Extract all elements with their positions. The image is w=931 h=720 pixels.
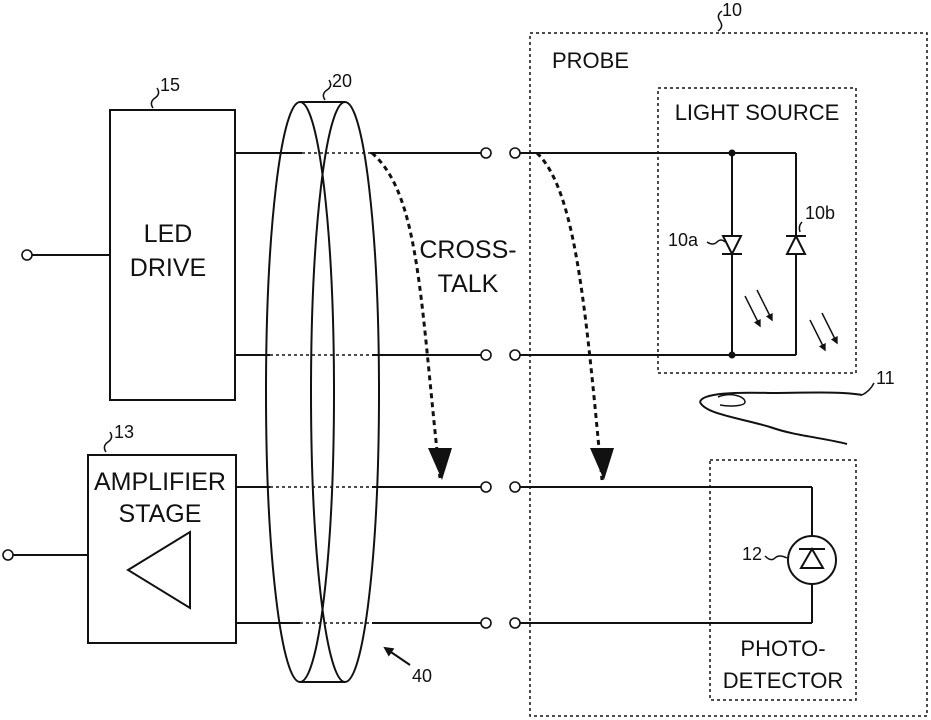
amplifier-stage-block: AMPLIFIER STAGE 13 <box>3 422 236 643</box>
photodetector-label-1: PHOTO- <box>740 636 825 661</box>
led-10a <box>722 236 742 254</box>
probe-ref: 10 <box>722 0 742 20</box>
led-10a-label: 10a <box>668 230 699 250</box>
led-drive-input-terminal <box>22 250 32 260</box>
finger-ref: 11 <box>876 368 895 388</box>
probe-wires <box>520 153 812 623</box>
cable-ref-leader <box>323 80 330 100</box>
crosstalk-arrow-probe <box>537 153 602 480</box>
crosstalk-arrowhead-probe <box>590 448 614 480</box>
amplifier-label-1: AMPLIFIER <box>94 468 226 496</box>
cable-ref-arrow <box>385 648 410 665</box>
led-drive-ref-leader <box>151 88 158 108</box>
led-10b-leader <box>799 222 802 232</box>
crosstalk: CROSS- TALK <box>372 153 614 480</box>
light-source-label: LIGHT SOURCE <box>675 100 840 125</box>
led-drive-ref: 15 <box>160 75 180 95</box>
photodetector-box: 12 PHOTO- DETECTOR <box>710 460 856 700</box>
cable-ref-arrow-label: 40 <box>412 666 432 686</box>
photodiode-12 <box>788 536 836 584</box>
led-drive-label-1: LED <box>144 220 193 248</box>
led-drive-label-2: DRIVE <box>130 254 206 282</box>
amplifier-ref-leader <box>104 432 111 452</box>
led-drive-block: LED DRIVE 15 <box>22 75 235 400</box>
crosstalk-label-1: CROSS- <box>419 236 516 264</box>
probe-label: PROBE <box>552 48 629 73</box>
light-source-box: LIGHT SOURCE 10a 10b <box>658 88 856 373</box>
crosstalk-label-2: TALK <box>438 270 499 298</box>
cable-bundle: 20 40 <box>266 71 432 686</box>
finger-ref-leader <box>862 383 874 395</box>
amplifier-ref: 13 <box>114 422 134 442</box>
photodetector-ref: 12 <box>742 544 762 564</box>
finger: 11 <box>700 368 895 444</box>
amplifier-label-2: STAGE <box>119 500 202 528</box>
led-10b-label: 10b <box>805 203 835 223</box>
led-10a-leader <box>707 240 725 244</box>
connector-terminals <box>481 148 520 628</box>
light-emission-arrows <box>745 290 837 350</box>
crosstalk-arrow-cable <box>372 153 440 478</box>
amplifier-output-terminal <box>3 550 13 560</box>
photodetector-label-2: DETECTOR <box>723 668 844 693</box>
cable-ref: 20 <box>332 71 352 91</box>
crosstalk-arrowhead-cable <box>428 448 452 480</box>
led-10b <box>786 236 806 254</box>
photodetector-ref-leader <box>765 556 787 560</box>
amplifier-symbol <box>128 532 190 608</box>
